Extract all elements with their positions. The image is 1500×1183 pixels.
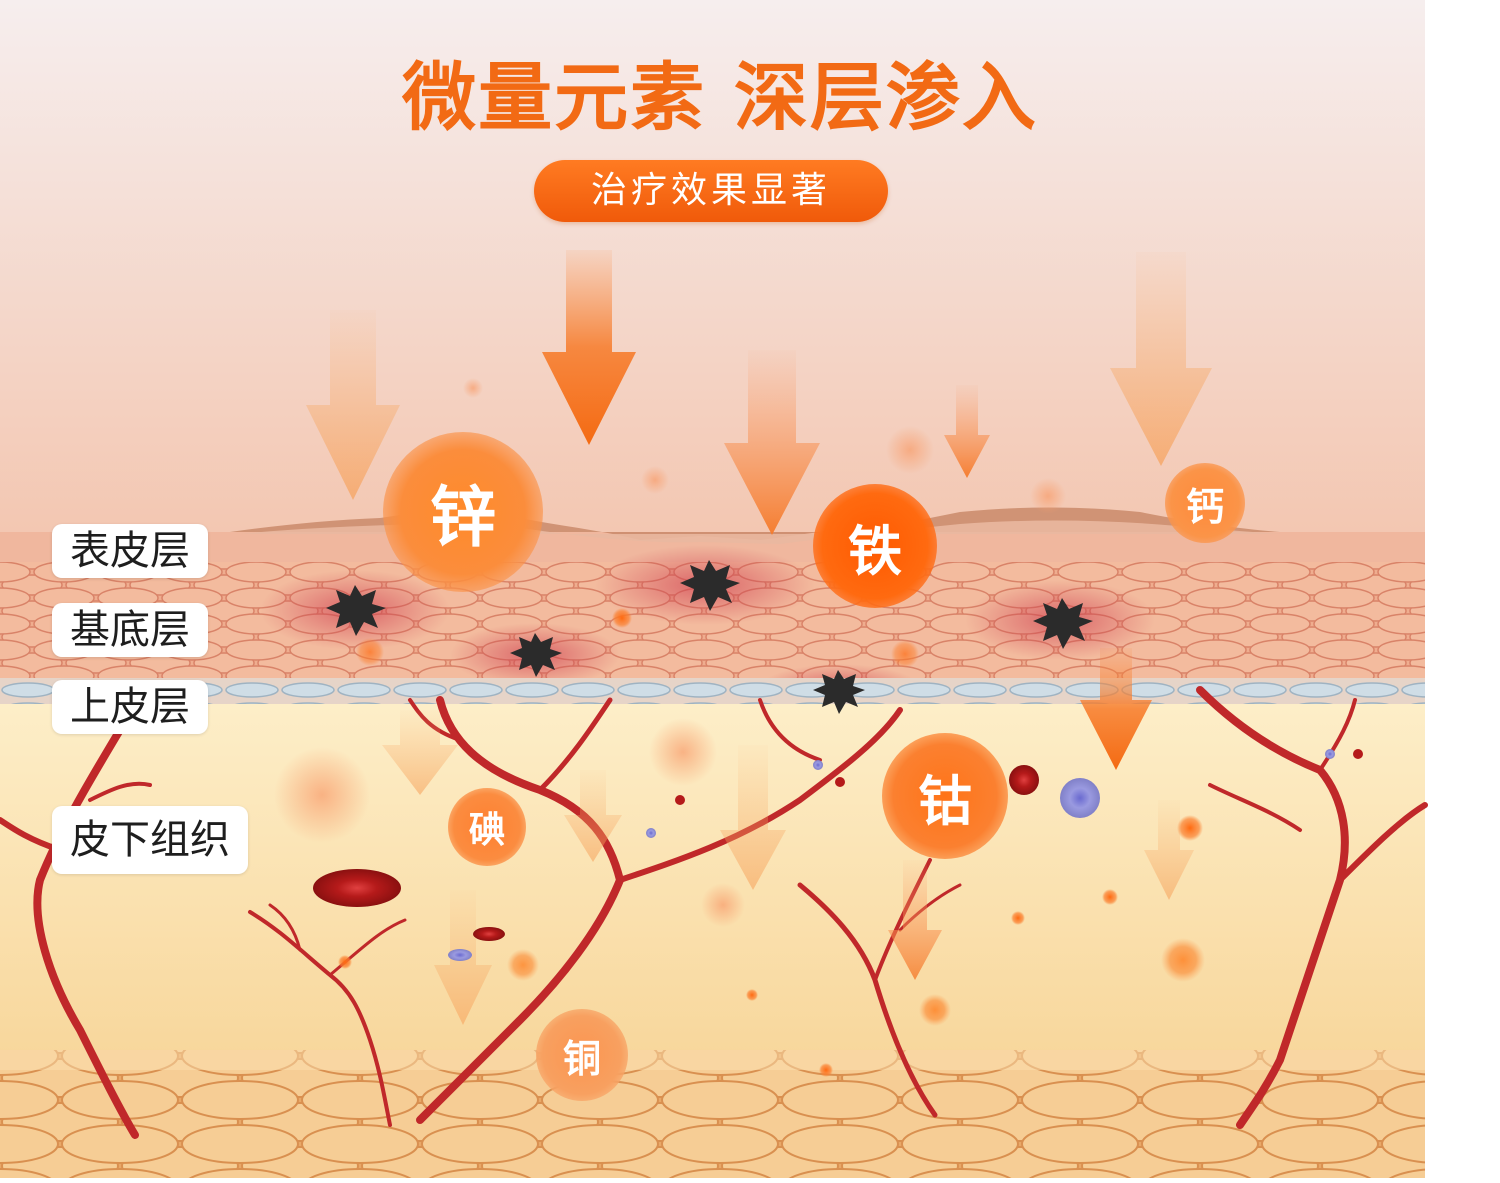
blood-vessels	[0, 686, 1428, 1139]
down-arrow	[1080, 648, 1152, 770]
penetration-arrows	[306, 250, 1212, 1025]
layer-label-subcutaneous: 皮下组织	[52, 806, 248, 874]
blood-vessel-branch	[268, 903, 302, 952]
layer-label-upper: 上皮层	[52, 680, 208, 734]
blood-vessel-branch	[537, 697, 613, 793]
particle-glow	[1161, 938, 1205, 982]
down-arrow	[1110, 252, 1212, 466]
impurity-particle	[813, 670, 865, 714]
particle-glow	[274, 747, 370, 843]
blood-vessel-branch	[328, 918, 407, 977]
blood-vessel	[248, 910, 392, 1127]
element-bubble-cobalt: 钴	[882, 733, 1008, 859]
particle-glow	[919, 994, 951, 1026]
particle-dot	[1102, 889, 1118, 905]
particle-glow	[886, 426, 934, 474]
white-blood-cell	[646, 828, 656, 838]
blood-vessel-branch	[758, 698, 822, 762]
white-blood-cell	[813, 760, 823, 770]
white-blood-cell	[448, 949, 472, 961]
fat-cell-shade	[0, 1050, 1425, 1070]
element-bubble-iron: 铁	[813, 484, 937, 608]
particle-dot	[1011, 911, 1025, 925]
page-title: 微量元素 深层渗入	[402, 55, 1038, 141]
down-arrow	[564, 770, 622, 862]
blood-vessel-branch	[1318, 698, 1357, 772]
down-arrow	[306, 310, 400, 500]
particle-dot	[356, 638, 384, 666]
particle-glow	[1030, 478, 1066, 514]
white-blood-cell	[1325, 749, 1335, 759]
right-margin	[1425, 0, 1500, 1183]
particle-glow	[507, 949, 539, 981]
red-blood-cell	[473, 927, 505, 941]
blood-vessel-branch	[1337, 802, 1428, 883]
particle-dot	[891, 640, 919, 668]
particle-glow	[649, 718, 717, 786]
particle-dot	[612, 608, 632, 628]
layer-label-epidermis: 表皮层	[52, 524, 208, 578]
impurity-particles	[326, 560, 1093, 714]
down-arrow	[944, 385, 990, 478]
blood-vessel-branch	[1208, 783, 1302, 832]
blood-vessel-branch	[617, 707, 903, 883]
particle-dot	[819, 1063, 833, 1077]
impurity-particle	[326, 585, 386, 636]
particle-dot	[1177, 815, 1203, 841]
down-arrow	[1144, 800, 1194, 900]
element-bubble-zinc: 锌	[383, 432, 543, 592]
fat-cell-layer	[0, 1050, 1425, 1178]
upper-membrane-layer	[0, 678, 1425, 704]
blood-vessel-branch	[88, 781, 152, 802]
particle-glow	[701, 883, 745, 927]
red-blood-cell	[835, 777, 845, 787]
layer-label-basal: 基底层	[52, 603, 208, 657]
red-blood-cell	[1009, 765, 1039, 795]
particle-dot	[746, 989, 758, 1001]
element-bubble-copper: 铜	[536, 1009, 628, 1101]
stratum-corneum-ridge-light	[240, 520, 1280, 544]
red-blood-cell	[313, 869, 401, 907]
impurity-particle	[510, 633, 562, 677]
red-blood-cell	[675, 795, 685, 805]
subtitle-badge: 治疗效果显著	[534, 160, 888, 222]
impurity-particle	[680, 560, 740, 611]
down-arrow	[382, 710, 458, 795]
background-sky	[0, 0, 1425, 545]
white-blood-cell	[1060, 778, 1100, 818]
element-bubble-iodine: 碘	[448, 788, 526, 866]
down-arrow	[888, 860, 942, 980]
down-arrow	[720, 745, 786, 890]
particle-dot	[338, 955, 352, 969]
element-bubble-calcium: 钙	[1165, 463, 1245, 543]
impurity-particle	[1033, 598, 1093, 649]
blood-vessel	[33, 726, 139, 1139]
particle-glow	[641, 466, 669, 494]
down-arrow	[542, 250, 636, 445]
down-arrow	[724, 350, 820, 535]
red-blood-cell	[1353, 749, 1363, 759]
particle-glow	[463, 378, 483, 398]
